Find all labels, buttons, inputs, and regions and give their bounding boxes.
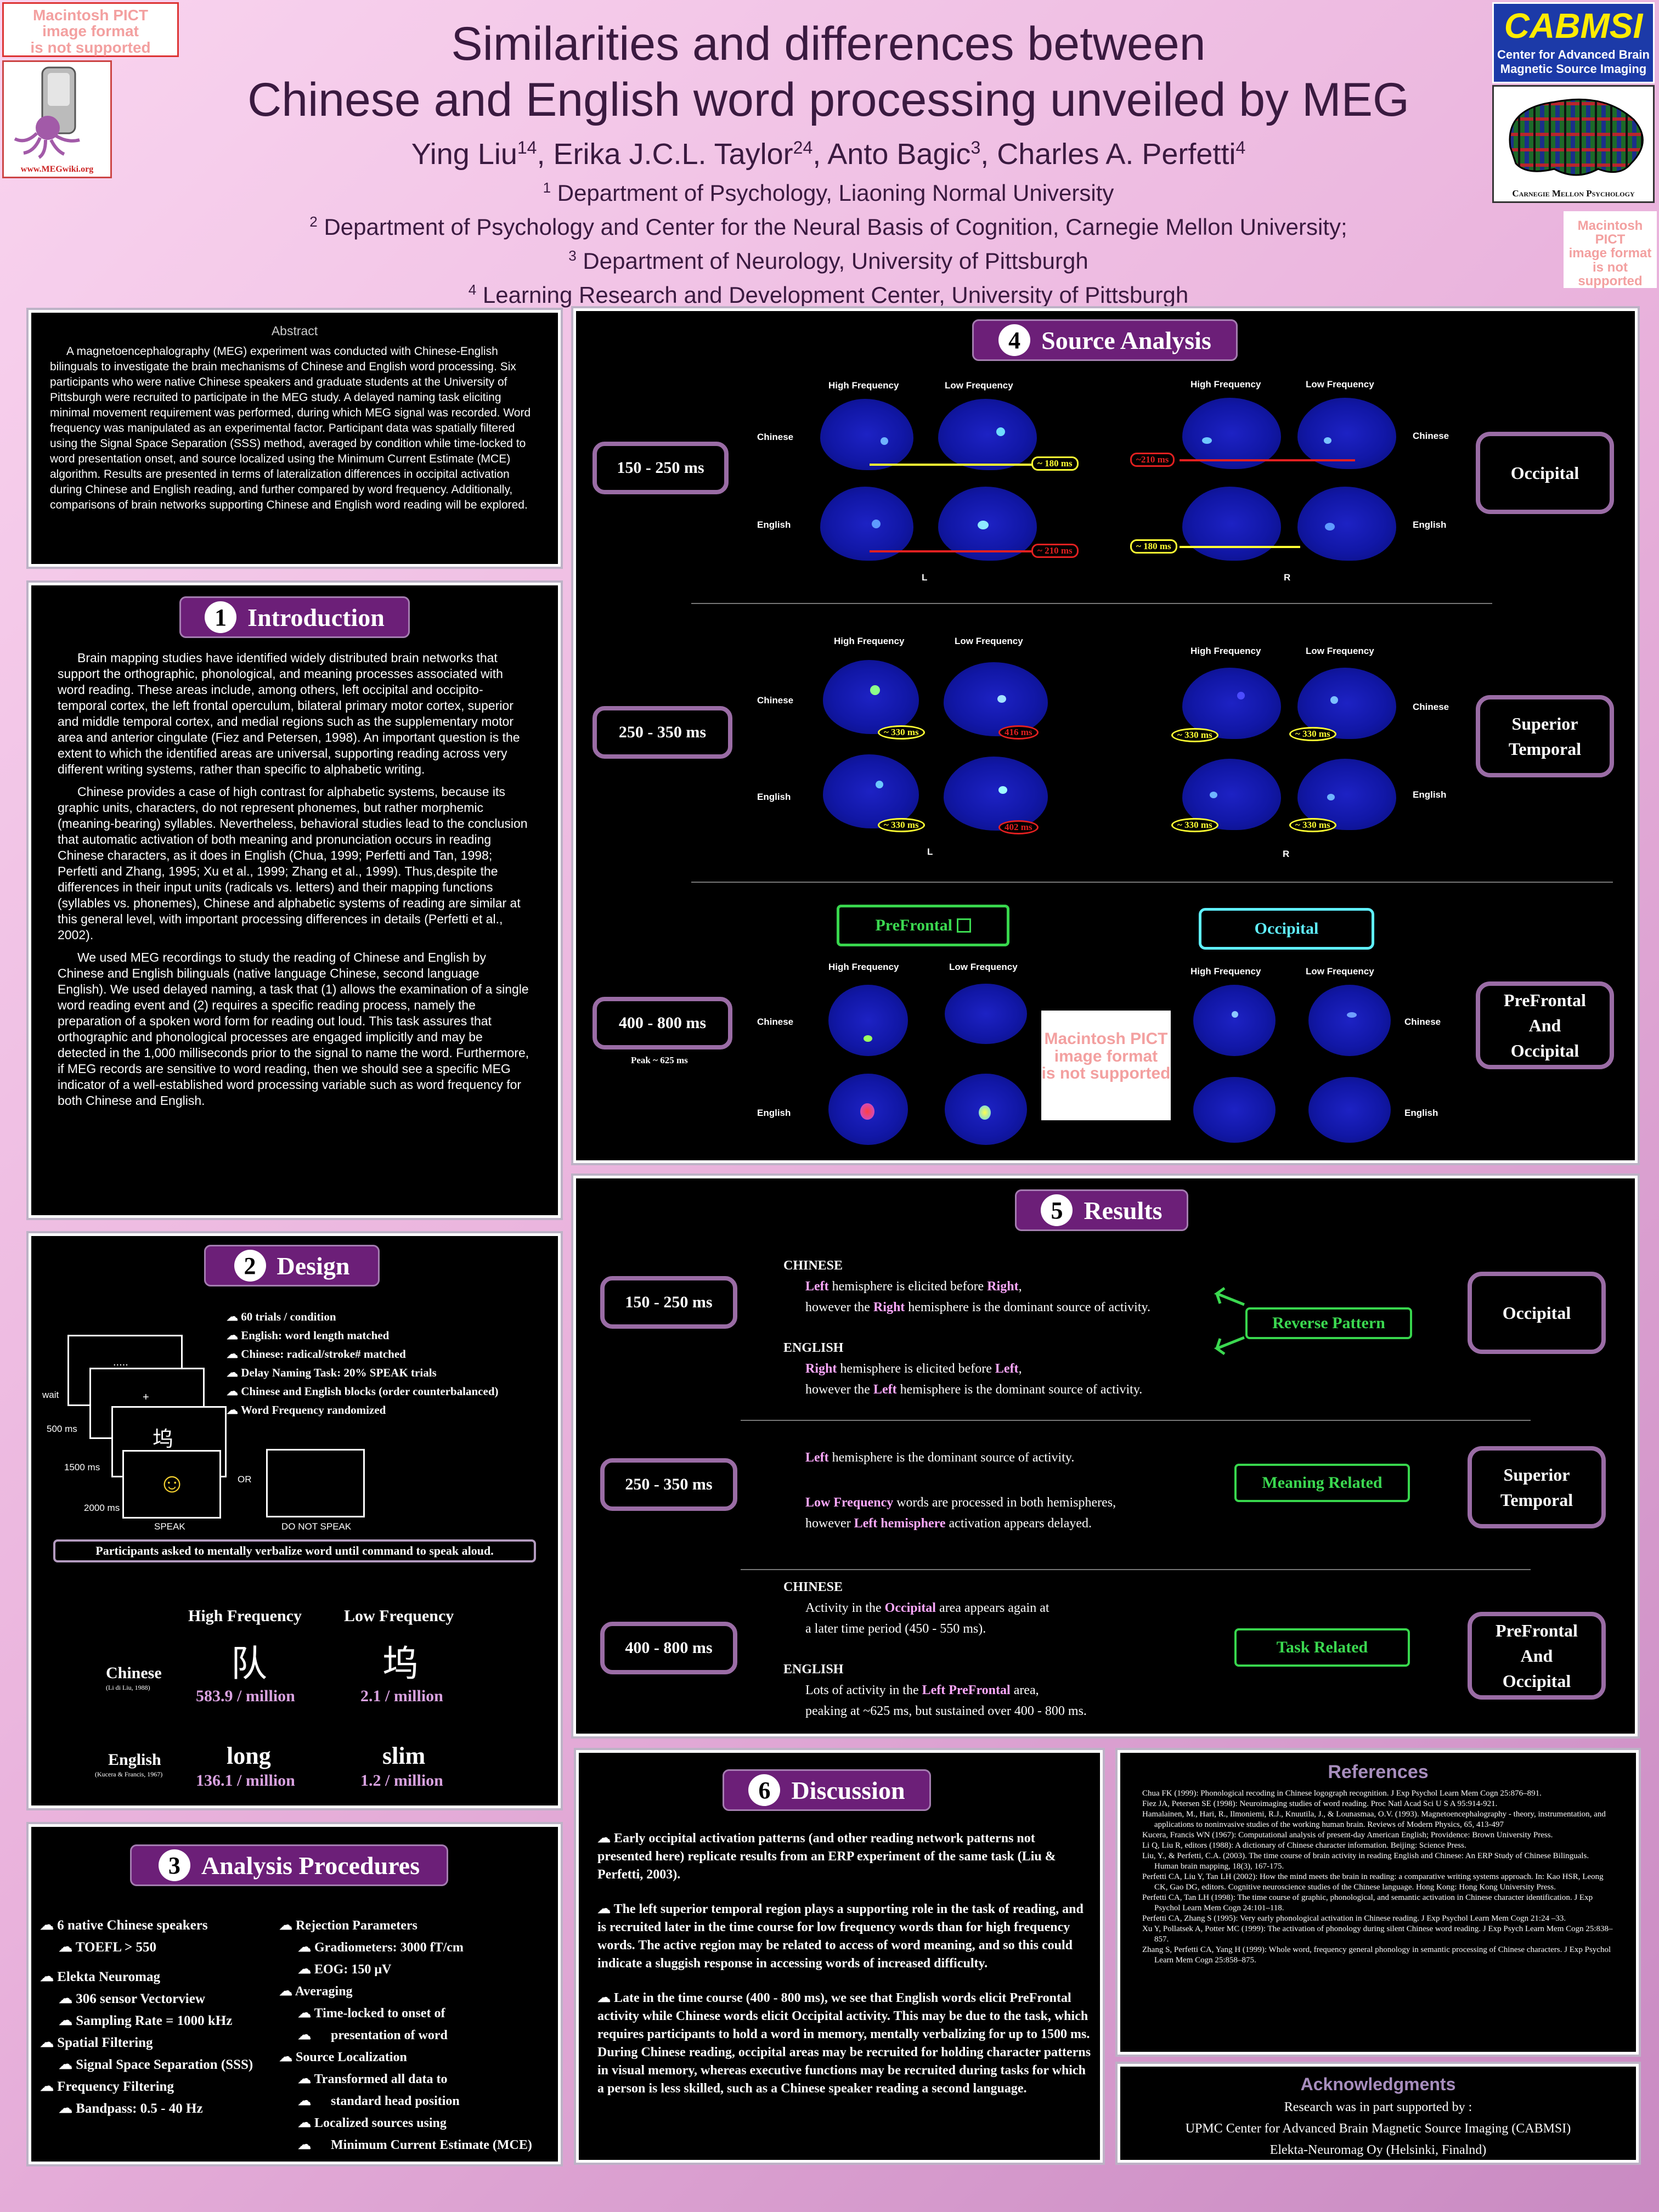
reverse-arrows-icon — [1214, 1286, 1245, 1356]
pict-placeholder-top-left: Macintosh PICT image format is not suppo… — [2, 2, 179, 57]
acknowledgments-title: Acknowledgments — [1300, 2074, 1456, 2094]
poster-title: Similarities and differences between Chi… — [187, 16, 1470, 309]
brain-map — [944, 662, 1048, 736]
region-occipital: Occipital — [1476, 432, 1614, 514]
meg-logo: www.MEGwiki.org — [2, 60, 112, 178]
result-time-150-250: 150 - 250 ms — [600, 1276, 737, 1329]
meaning-related-label: Meaning Related — [1234, 1464, 1410, 1502]
discussion-text: ☁ Early occipital activation patterns (a… — [597, 1831, 1091, 2096]
time-window-250-350: 250 - 350 ms — [592, 706, 732, 759]
abstract-title: Abstract — [271, 324, 318, 338]
frequency-table: High Frequency Low Frequency Chinese (Li… — [95, 1607, 454, 1790]
authors: Ying Liu14, Erika J.C.L. Taylor24, Anto … — [411, 138, 1246, 171]
references-panel: References Chua FK (1999): Phonological … — [1115, 1748, 1641, 2057]
result-1-text: CHINESE Left hemisphere is elicited befo… — [783, 1259, 1150, 1397]
screen-speak: ☺ — [122, 1450, 221, 1519]
title-line-2: Chinese and English word processing unve… — [247, 74, 1409, 126]
time-window-150-250: 150 - 250 ms — [592, 442, 729, 494]
brain-map — [828, 1074, 908, 1145]
task-related-label: Task Related — [1234, 1628, 1410, 1667]
brain-map — [1297, 398, 1396, 469]
brain-map — [938, 399, 1037, 470]
design-bullets: ☁ 60 trials / condition ☁ English: word … — [227, 1310, 499, 1417]
brain-map — [1182, 668, 1281, 739]
abstract-panel: Abstract A magnetoencephalography (MEG) … — [26, 308, 563, 569]
brain-map — [1297, 487, 1396, 561]
time-window-400-800: 400 - 800 ms — [592, 997, 732, 1049]
analysis-right-list: ☁ Rejection Parameters ☁ Gradiometers: 3… — [279, 1918, 532, 2152]
brain-map — [945, 984, 1027, 1044]
prefrontal-label: PreFrontal — [837, 905, 1009, 946]
brain-map — [1308, 1077, 1391, 1143]
brain-map — [945, 1074, 1027, 1145]
pict-placeholder-source: Macintosh PICT image format is not suppo… — [1041, 1011, 1171, 1120]
acknowledgments-panel: Acknowledgments Research was in part sup… — [1115, 2062, 1641, 2165]
affiliations: 1 Department of Psychology, Liaoning Nor… — [309, 179, 1347, 308]
references-title: References — [1328, 1762, 1429, 1782]
result-time-250-350: 250 - 350 ms — [600, 1458, 737, 1511]
intro-paragraph-1: Brain mapping studies have identified wi… — [58, 651, 520, 776]
result-time-400-800: 400 - 800 ms — [600, 1622, 737, 1674]
occipital-label: Occipital — [1199, 908, 1374, 950]
brain-map — [1193, 1077, 1276, 1143]
result-2-text: Left hemisphere is the dominant source o… — [805, 1451, 1116, 1531]
brain-map — [820, 487, 913, 561]
title-line-1: Similarities and differences between — [451, 18, 1206, 70]
abstract-text: A magnetoencephalography (MEG) experimen… — [50, 345, 531, 511]
brain-map — [828, 985, 908, 1056]
brain-map — [1193, 985, 1276, 1056]
cabmsi-logo: CABMSI Center for Advanced Brain Magneti… — [1492, 2, 1655, 83]
pict-placeholder-top-right: Macintosh PICT image format is not suppo… — [1564, 211, 1657, 288]
design-note: Participants asked to mentally verbalize… — [53, 1539, 536, 1562]
brain-map — [1182, 398, 1281, 469]
cmu-brain-logo: Carnegie Mellon Psychology — [1492, 85, 1655, 203]
brain-map — [1182, 487, 1281, 561]
plaid-brain-icon — [1509, 98, 1644, 176]
brain-map — [820, 399, 913, 470]
brain-map — [823, 754, 919, 828]
squid-scanner-icon — [14, 66, 80, 159]
analysis-left-list: ☁ 6 native Chinese speakers ☁ TOEFL > 55… — [40, 1918, 253, 2116]
brain-map — [944, 757, 1048, 831]
result-3-text: CHINESE Activity in the Occipital area a… — [783, 1580, 1087, 1718]
intro-paragraph-3: We used MEG recordings to study the read… — [58, 950, 529, 1108]
brain-map — [823, 660, 919, 734]
brain-map — [1308, 985, 1391, 1056]
meg-logo-url[interactable]: www.MEGwiki.org — [20, 165, 94, 174]
intro-paragraph-2: Chinese provides a case of high contrast… — [58, 785, 528, 942]
reverse-pattern-label: Reverse Pattern — [1245, 1307, 1412, 1339]
smiley-icon: ☺ — [158, 1468, 187, 1498]
screen-nospeak — [266, 1449, 365, 1517]
brain-map — [938, 487, 1037, 561]
result-region-occipital: Occipital — [1468, 1272, 1606, 1354]
